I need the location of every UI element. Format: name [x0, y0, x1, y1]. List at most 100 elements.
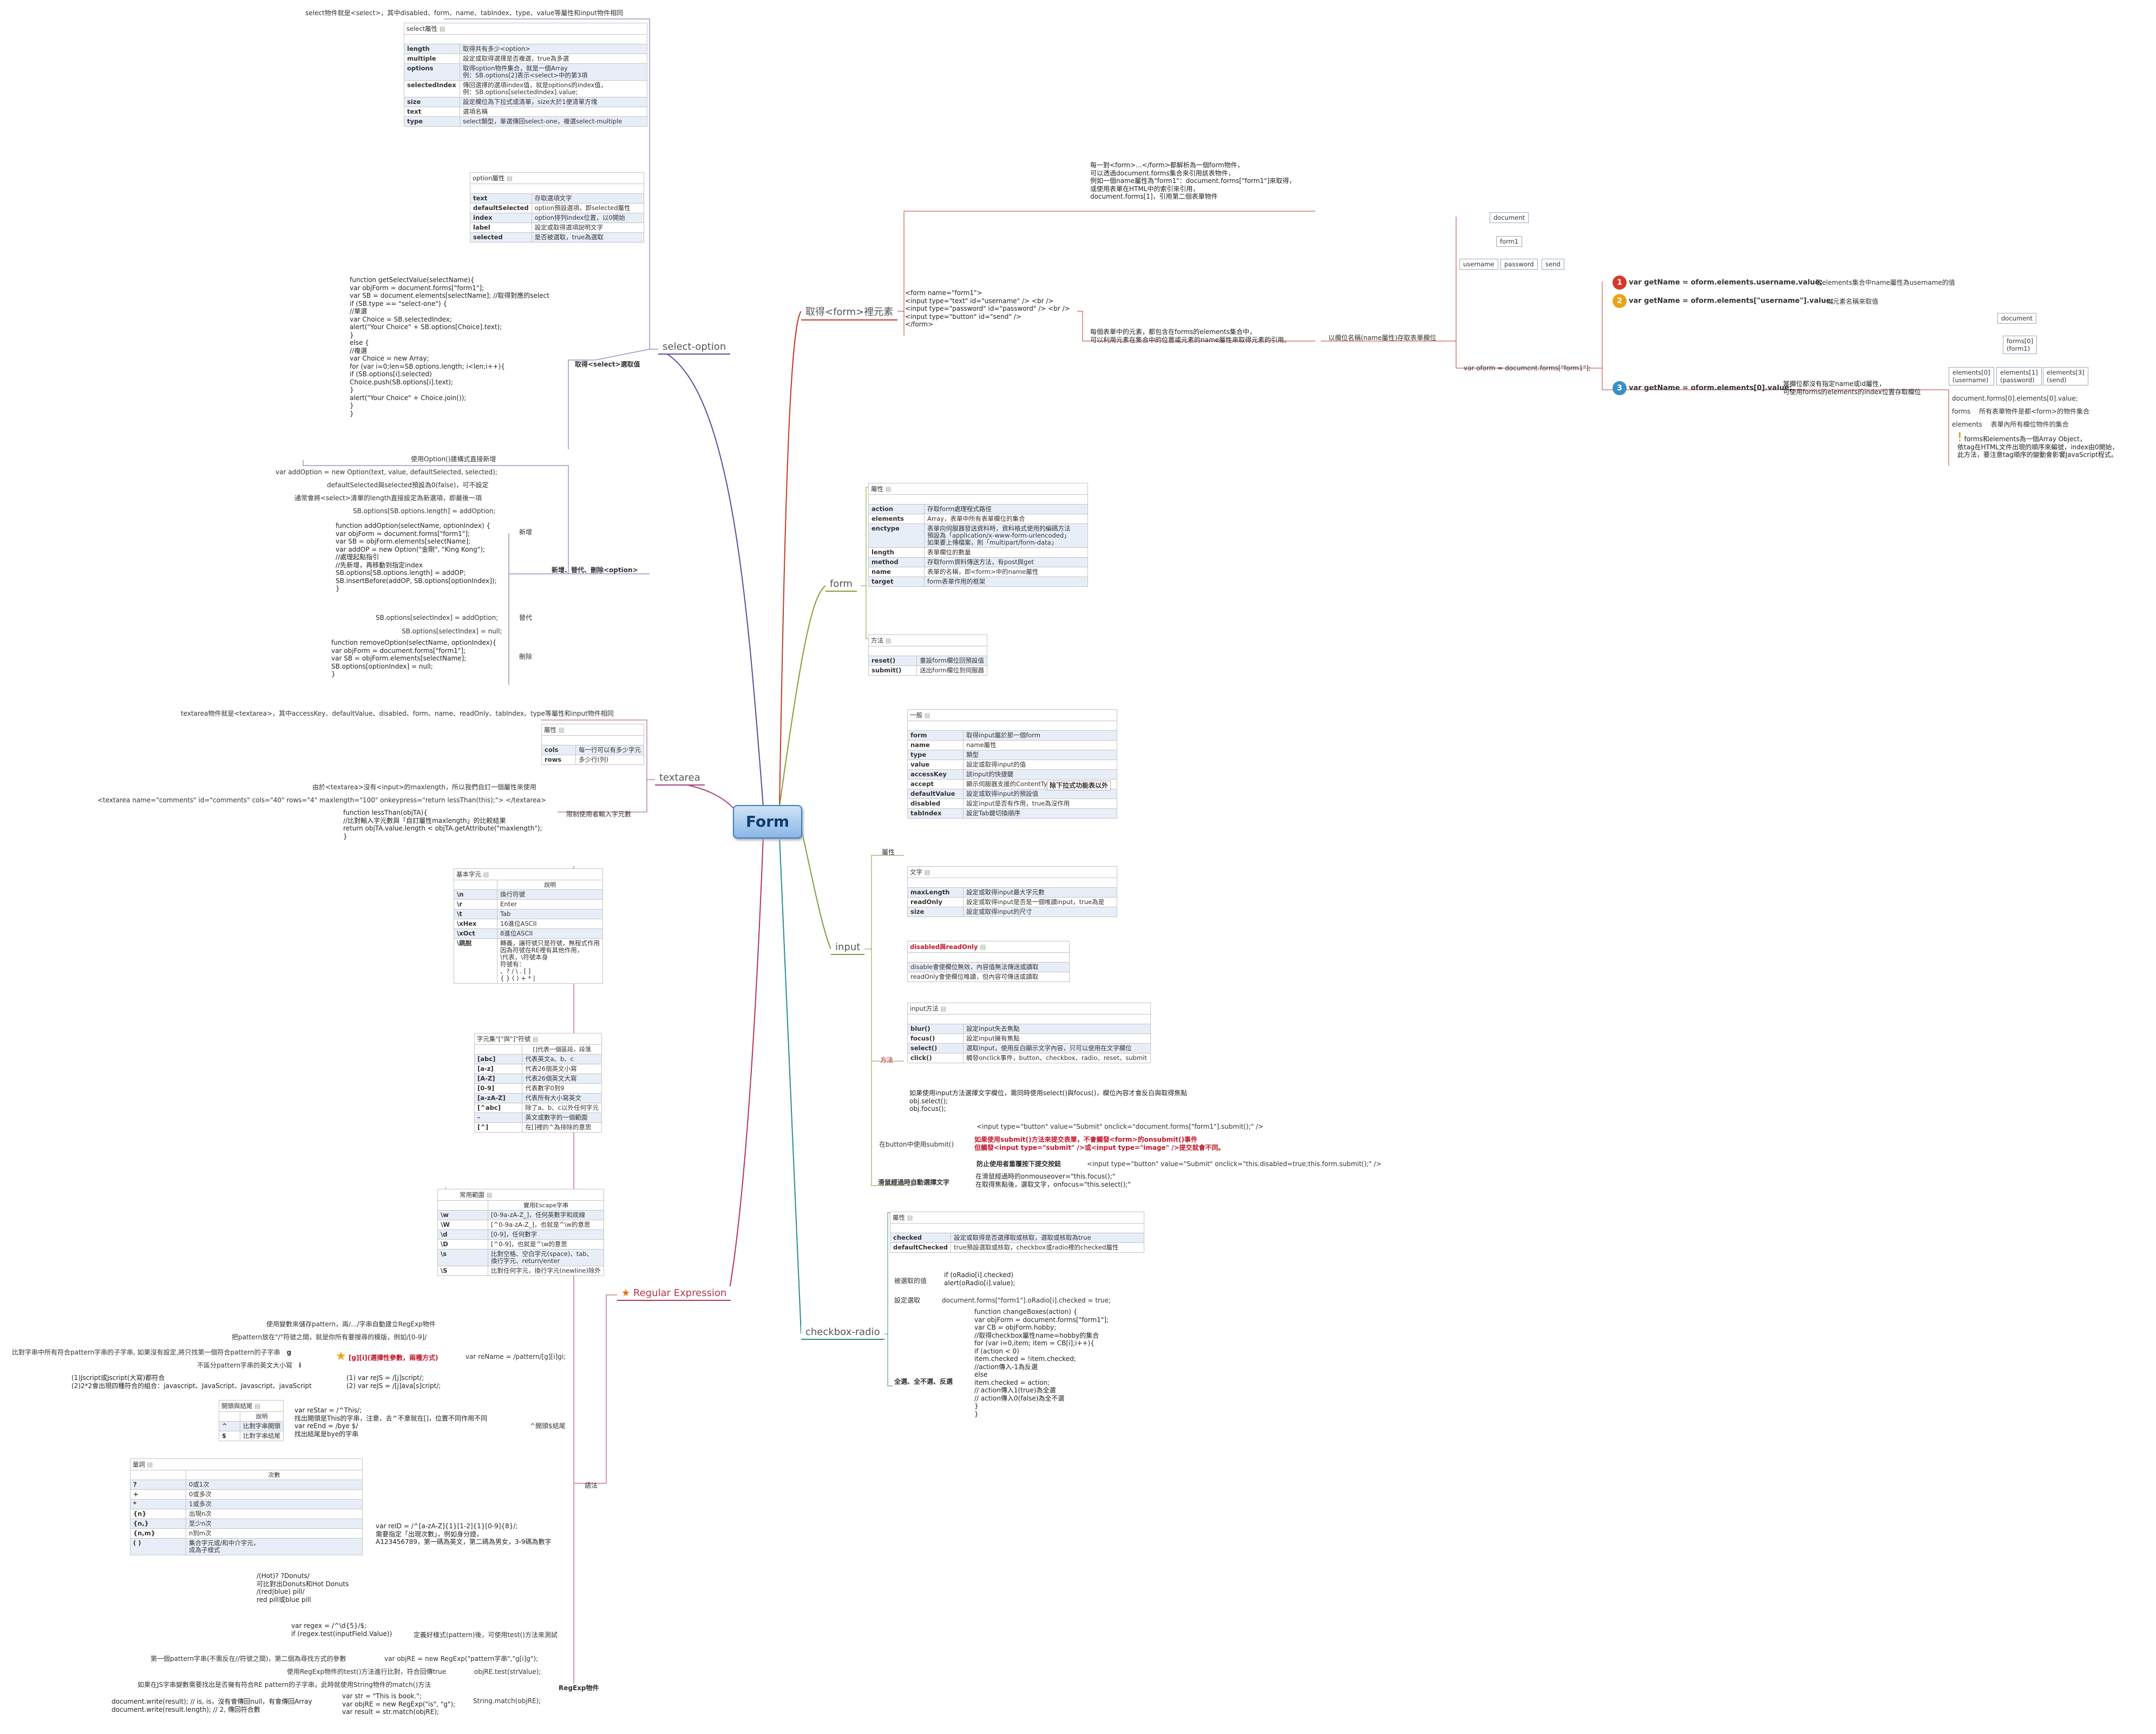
row-value: readOnly會使欄位唯讀，但內容可傳送或讀取: [907, 972, 1070, 982]
row-key: \n: [454, 889, 497, 900]
row-value: 設定或取得選擇是否複選，true為多選: [460, 54, 647, 64]
test-code: var regex = /^\d{5}/$; if (regex.test(in…: [291, 1622, 392, 1638]
regex-char-title: 基本字元 ▤: [454, 868, 603, 880]
row-key: checked: [889, 1233, 952, 1243]
table-header-cell: 次數: [186, 1470, 363, 1480]
row-key: reset(): [868, 656, 918, 666]
tree1-username: username: [1459, 259, 1498, 270]
table-icon: ▤: [885, 637, 892, 644]
row-value: 重設form欄位回預設值: [916, 656, 987, 666]
row-value: 至少n次: [186, 1519, 363, 1529]
row-key: target: [868, 577, 925, 587]
row-value: 8進位ASCII: [497, 928, 603, 939]
table-row: [a-zA-Z]代表所有大小寫英文: [474, 1093, 602, 1103]
branch-input[interactable]: input: [831, 940, 865, 955]
regex-quant-title: 量詞 ▤: [130, 1458, 363, 1470]
test-label: 定義好樣式(pattern)後，可使用test()方法來測試: [414, 1631, 558, 1639]
row-key: \xOct: [454, 928, 497, 939]
table-header-cell: 實用Escape字串: [488, 1200, 604, 1210]
row-value: form表單作用的框架: [924, 577, 1088, 587]
branch-checkbox-radio[interactable]: checkbox-radio: [801, 1325, 884, 1340]
row-key: action: [868, 504, 925, 514]
table-spacer-row: [404, 34, 647, 44]
checkbox-attr-title: 屬性 ▤: [890, 1212, 1144, 1223]
row-value: 設定或取得input的尺寸: [963, 907, 1117, 917]
row-value: 比對字串結尾: [240, 1431, 284, 1441]
row-key: \xHex: [454, 919, 497, 929]
table-spacer-row: [907, 1014, 1151, 1024]
row-key: \r: [454, 899, 497, 909]
submit-warning: 如果使用submit()方法來提交表單，不會觸發<form>的onsubmit(…: [974, 1136, 1225, 1151]
row-value: 表單欄位的數量: [924, 547, 1088, 558]
row-key: cols: [541, 745, 576, 755]
row-value: 比對空格、空白字元(space)、tab、 換行字元、return/enter: [488, 1249, 604, 1266]
row-value: 設定或取得選項說明文字: [531, 223, 645, 233]
warning-note: ! forms和elements為一個Array Object， 依tag在HT…: [1957, 431, 2119, 459]
branch-regular-expression[interactable]: ★ Regular Expression: [617, 1286, 731, 1301]
branch-form[interactable]: form: [825, 577, 857, 592]
table-icon: ▤: [885, 485, 892, 493]
table-header-blank: [437, 1200, 488, 1210]
row-key: length: [868, 547, 925, 558]
table-spacer-row: [907, 952, 1070, 963]
table-header-cell: 說明: [497, 880, 603, 890]
row-value: 16進位ASCII: [497, 919, 603, 929]
auto-select-label: 滑鼠經過時自動選擇文字: [878, 1179, 950, 1186]
row-value: 比對字串開頭: [240, 1421, 284, 1431]
central-topic[interactable]: Form: [733, 805, 802, 839]
gi-label: ★ [g][i](選擇性參數，兩種方式): [336, 1350, 438, 1363]
change-boxes-code: function changeBoxes(action) { var objFo…: [974, 1308, 1109, 1418]
row-value: n到m次: [186, 1528, 363, 1539]
get-checked-label: 被選取的值: [894, 1277, 927, 1285]
table-header-row: 次數: [130, 1470, 363, 1480]
less-than-function: function lessThan(objTA){ //比對輸入字元數與「自訂屬…: [343, 809, 542, 840]
row-key: selectedIndex: [404, 80, 460, 97]
row-value: 設定或取得input的預設值: [963, 789, 1117, 799]
value-note: 除下拉式功能表以外: [1047, 781, 1111, 790]
row-key: ^: [219, 1421, 240, 1431]
table-icon: ▤: [924, 711, 930, 719]
row-key: [abc]: [474, 1054, 523, 1064]
input-general-title: 一般 ▤: [907, 709, 1117, 721]
branch-textarea[interactable]: textarea: [655, 771, 705, 786]
table-header-row: 說明: [454, 880, 603, 890]
row-value: 該input的快捷鍵: [963, 769, 1117, 780]
row-value: select類型，單選傳回select-one，複選select-multipl…: [460, 116, 647, 127]
row-value: 轉義，讓符號只是符號，無程式作用 因為符號在RE裡有其他作用， \代表，\符號本…: [497, 938, 603, 984]
input-attr-label: 屬性: [882, 848, 895, 856]
row-value: 送出form欄位到伺服器: [916, 665, 987, 676]
row-value: 除了a、b、c以外任何字元: [522, 1103, 602, 1113]
limit-input-label: 限制使用者輸入字元數: [566, 810, 632, 818]
branch-select-option[interactable]: select-option: [658, 340, 731, 355]
option-attr-title: option屬性 ▤: [470, 172, 644, 184]
gi-code: (1) var reJS = /[j]script/; (2) var reJS…: [346, 1374, 441, 1390]
row-value: [0-9a-zA-Z_]，任何英數字和底線: [488, 1210, 604, 1220]
row-key: type: [404, 116, 460, 127]
row-key: [^]: [474, 1122, 523, 1133]
row-value: 代表所有大小寫英文: [522, 1093, 602, 1103]
row-key: text: [404, 107, 460, 117]
select-intro: select物件就是<select>，其中disabled、form、name、…: [305, 9, 624, 17]
regex-anchor-title: 開頭與結尾 ▤: [219, 1400, 284, 1411]
row-value: option排列index位置，以0開始: [531, 213, 645, 223]
row-key: \D: [437, 1239, 488, 1249]
row-value: 代表數字0到9: [522, 1083, 602, 1094]
row-key: selected: [470, 232, 532, 243]
table-spacer-row: [541, 735, 644, 745]
row-value: name屬性: [963, 740, 1117, 750]
branch-get-form[interactable]: 取得<form>裡元素: [801, 303, 898, 320]
